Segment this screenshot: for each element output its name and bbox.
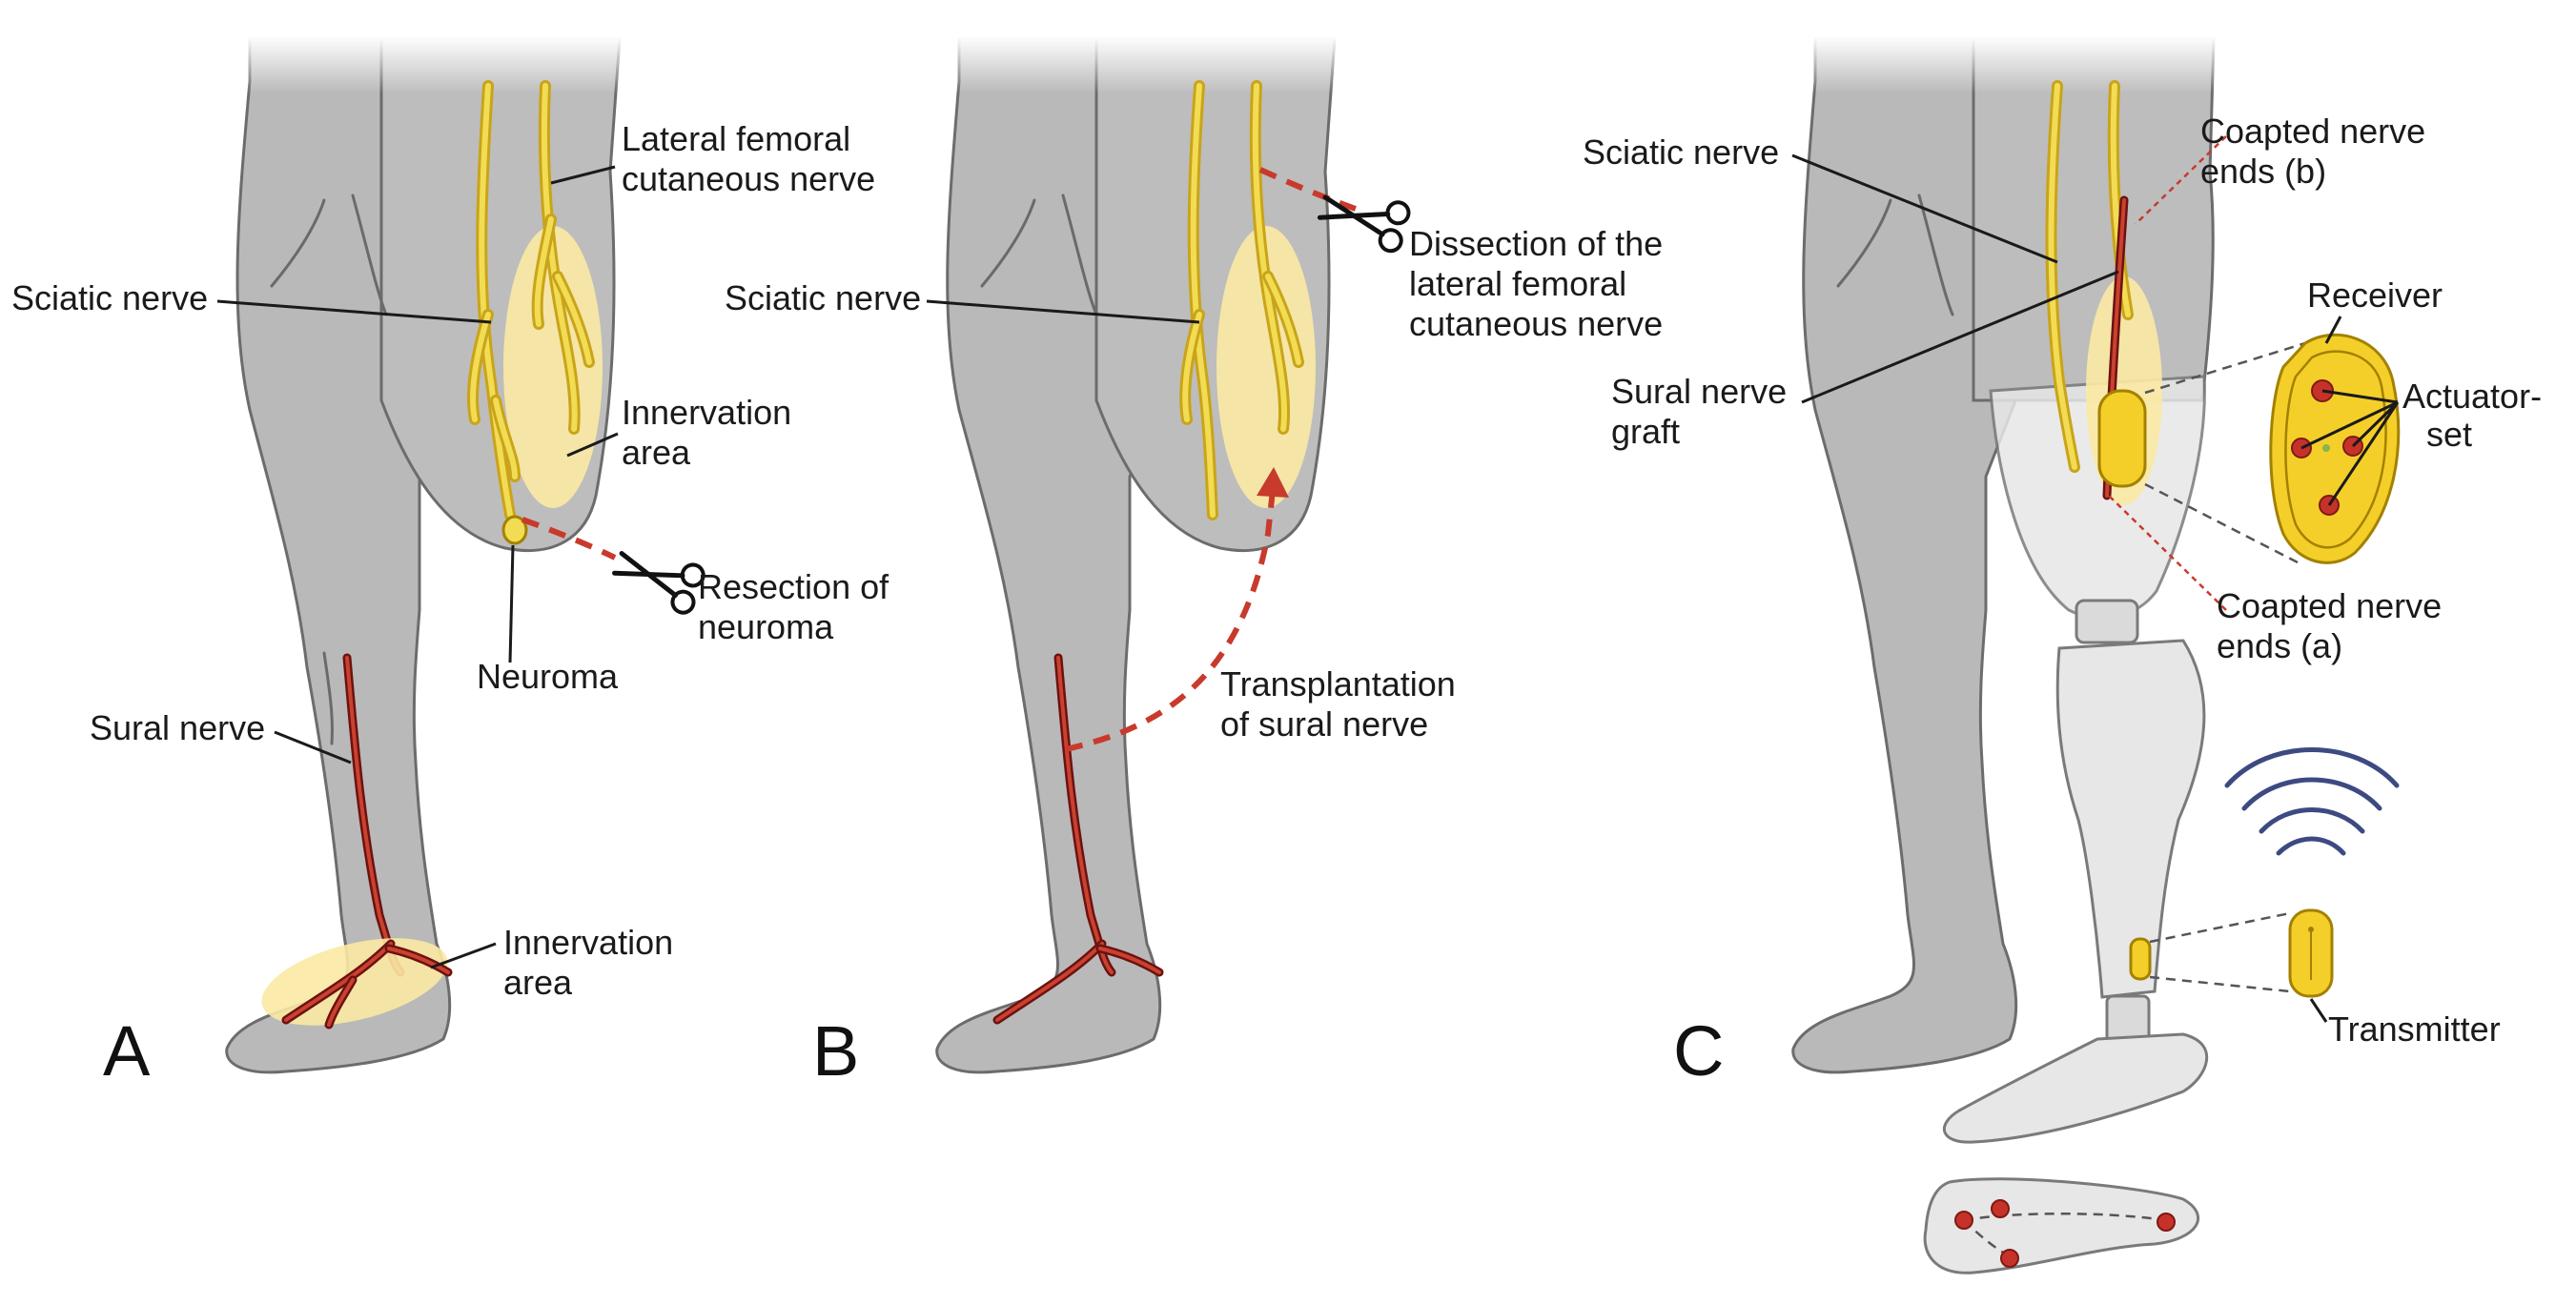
label-sciatic-a: Sciatic nerve	[11, 278, 208, 317]
label-foot-innervation-2: area	[503, 963, 573, 1002]
label-resection-2: neuroma	[698, 607, 834, 646]
label-transplant-1: Transplantation	[1220, 664, 1456, 703]
implanted-receiver	[2097, 389, 2147, 488]
leader-receiver	[2324, 316, 2342, 344]
lateral-femoral-nerve-a	[531, 80, 595, 435]
label-sciatic-c: Sciatic nerve	[1583, 133, 1779, 172]
leader-neuroma	[508, 544, 515, 663]
label-sural-a: Sural nerve	[90, 708, 265, 747]
label-innervation-a-1: Innervation	[622, 393, 791, 432]
leader-innervation-a	[566, 432, 619, 458]
leader-transmitter	[2309, 998, 2328, 1023]
leader-coapted-a	[2108, 495, 2227, 611]
leg-c-body	[1791, 36, 2221, 1074]
leader-coapted-b	[2135, 135, 2227, 225]
leader-sural-graft	[1801, 270, 2119, 404]
prosthetic-foot	[1942, 1032, 2209, 1144]
neuroma	[501, 515, 528, 545]
receiver-enlarged	[2269, 333, 2401, 564]
foot-nerve-branches-a	[281, 939, 453, 1030]
leg-a-body	[225, 36, 629, 1074]
receiver-zoom-line	[2144, 482, 2299, 564]
label-dissection-3: cutaneous nerve	[1409, 304, 1663, 343]
scissors-icon	[609, 540, 705, 615]
label-resection-1: Resection of	[698, 567, 889, 606]
label-lateral-femoral-a-1: Lateral femoral	[622, 119, 850, 158]
label-sural-graft-1: Sural nerve	[1611, 372, 1787, 411]
transplantation-arrowhead	[1257, 467, 1289, 498]
panel-b: Sciatic nerve Dissection of the lateral …	[725, 36, 1663, 1091]
panel-letter-c: C	[1673, 1011, 1724, 1091]
label-innervation-a-2: area	[622, 433, 691, 472]
leg-b-body	[935, 36, 1339, 1074]
leader-lateral-femoral-a	[550, 165, 616, 185]
leader-sural-a	[274, 730, 352, 765]
insole-sensor	[2157, 1213, 2176, 1232]
receiver-zoom-line	[2144, 341, 2306, 395]
label-foot-innervation-1: Innervation	[503, 923, 673, 962]
sciatic-nerve-b	[1179, 80, 1218, 520]
thigh-innervation-area	[503, 226, 603, 508]
wireless-signal-icon	[2224, 747, 2400, 856]
panel-a: Lateral femoral cutaneous nerve Sciatic …	[11, 36, 889, 1091]
prosthetic-knee	[2075, 599, 2139, 644]
leader-sciatic-b	[926, 299, 1200, 324]
panel-c: Sciatic nerve Sural nerve graft Coapted …	[1583, 36, 2542, 1274]
panel-letter-a: A	[103, 1011, 151, 1091]
sciatic-nerve-c	[2045, 80, 2080, 473]
embedded-transmitter	[2129, 937, 2152, 981]
lateral-femoral-nerve-c	[2107, 80, 2134, 320]
label-receiver: Receiver	[2307, 275, 2443, 315]
dissection-path	[1258, 167, 1364, 214]
label-actuator-2: set	[2426, 415, 2472, 454]
label-sural-graft-2: graft	[1611, 412, 1680, 451]
leader-foot-innervation-a	[430, 942, 497, 969]
transmitter-zoom-line	[2149, 911, 2291, 944]
label-coapted-a-1: Coapted nerve	[2217, 586, 2442, 625]
panel-letter-b: B	[812, 1011, 859, 1091]
label-dissection-2: lateral femoral	[1409, 264, 1626, 303]
transmitter-zoom-line	[2149, 975, 2291, 993]
transplantation-arrow	[1065, 480, 1277, 752]
insole-sensor	[2000, 1249, 2019, 1268]
leader-sciatic-c	[1791, 153, 2058, 264]
label-coapted-b-2: ends (b)	[2200, 152, 2326, 191]
label-actuator-1: Actuator-	[2402, 377, 2542, 416]
leader-sciatic-a	[216, 299, 492, 324]
leader-actuator	[2300, 389, 2400, 506]
scissors-icon	[1317, 183, 1411, 253]
insole-sensor	[1991, 1199, 2010, 1218]
label-dissection-1: Dissection of the	[1409, 224, 1663, 263]
label-transplant-2: of sural nerve	[1220, 704, 1428, 744]
label-transmitter: Transmitter	[2328, 1009, 2501, 1049]
sural-nerve-b	[992, 653, 1164, 1025]
transmitter-enlarged	[2288, 908, 2334, 998]
insole-sensor	[1954, 1211, 1973, 1230]
label-coapted-a-2: ends (a)	[2217, 626, 2342, 665]
label-neuroma: Neuroma	[477, 657, 619, 696]
label-coapted-b-1: Coapted nerve	[2200, 112, 2425, 151]
thigh-innervation-area-b	[1216, 226, 1316, 508]
prosthetic-shank	[2055, 639, 2206, 999]
resection-path	[521, 517, 617, 561]
lateral-femoral-nerve-b	[1249, 80, 1304, 435]
sciatic-nerve-a	[467, 80, 521, 520]
label-sciatic-b: Sciatic nerve	[725, 278, 921, 317]
label-lateral-femoral-a-2: cutaneous nerve	[622, 159, 875, 198]
